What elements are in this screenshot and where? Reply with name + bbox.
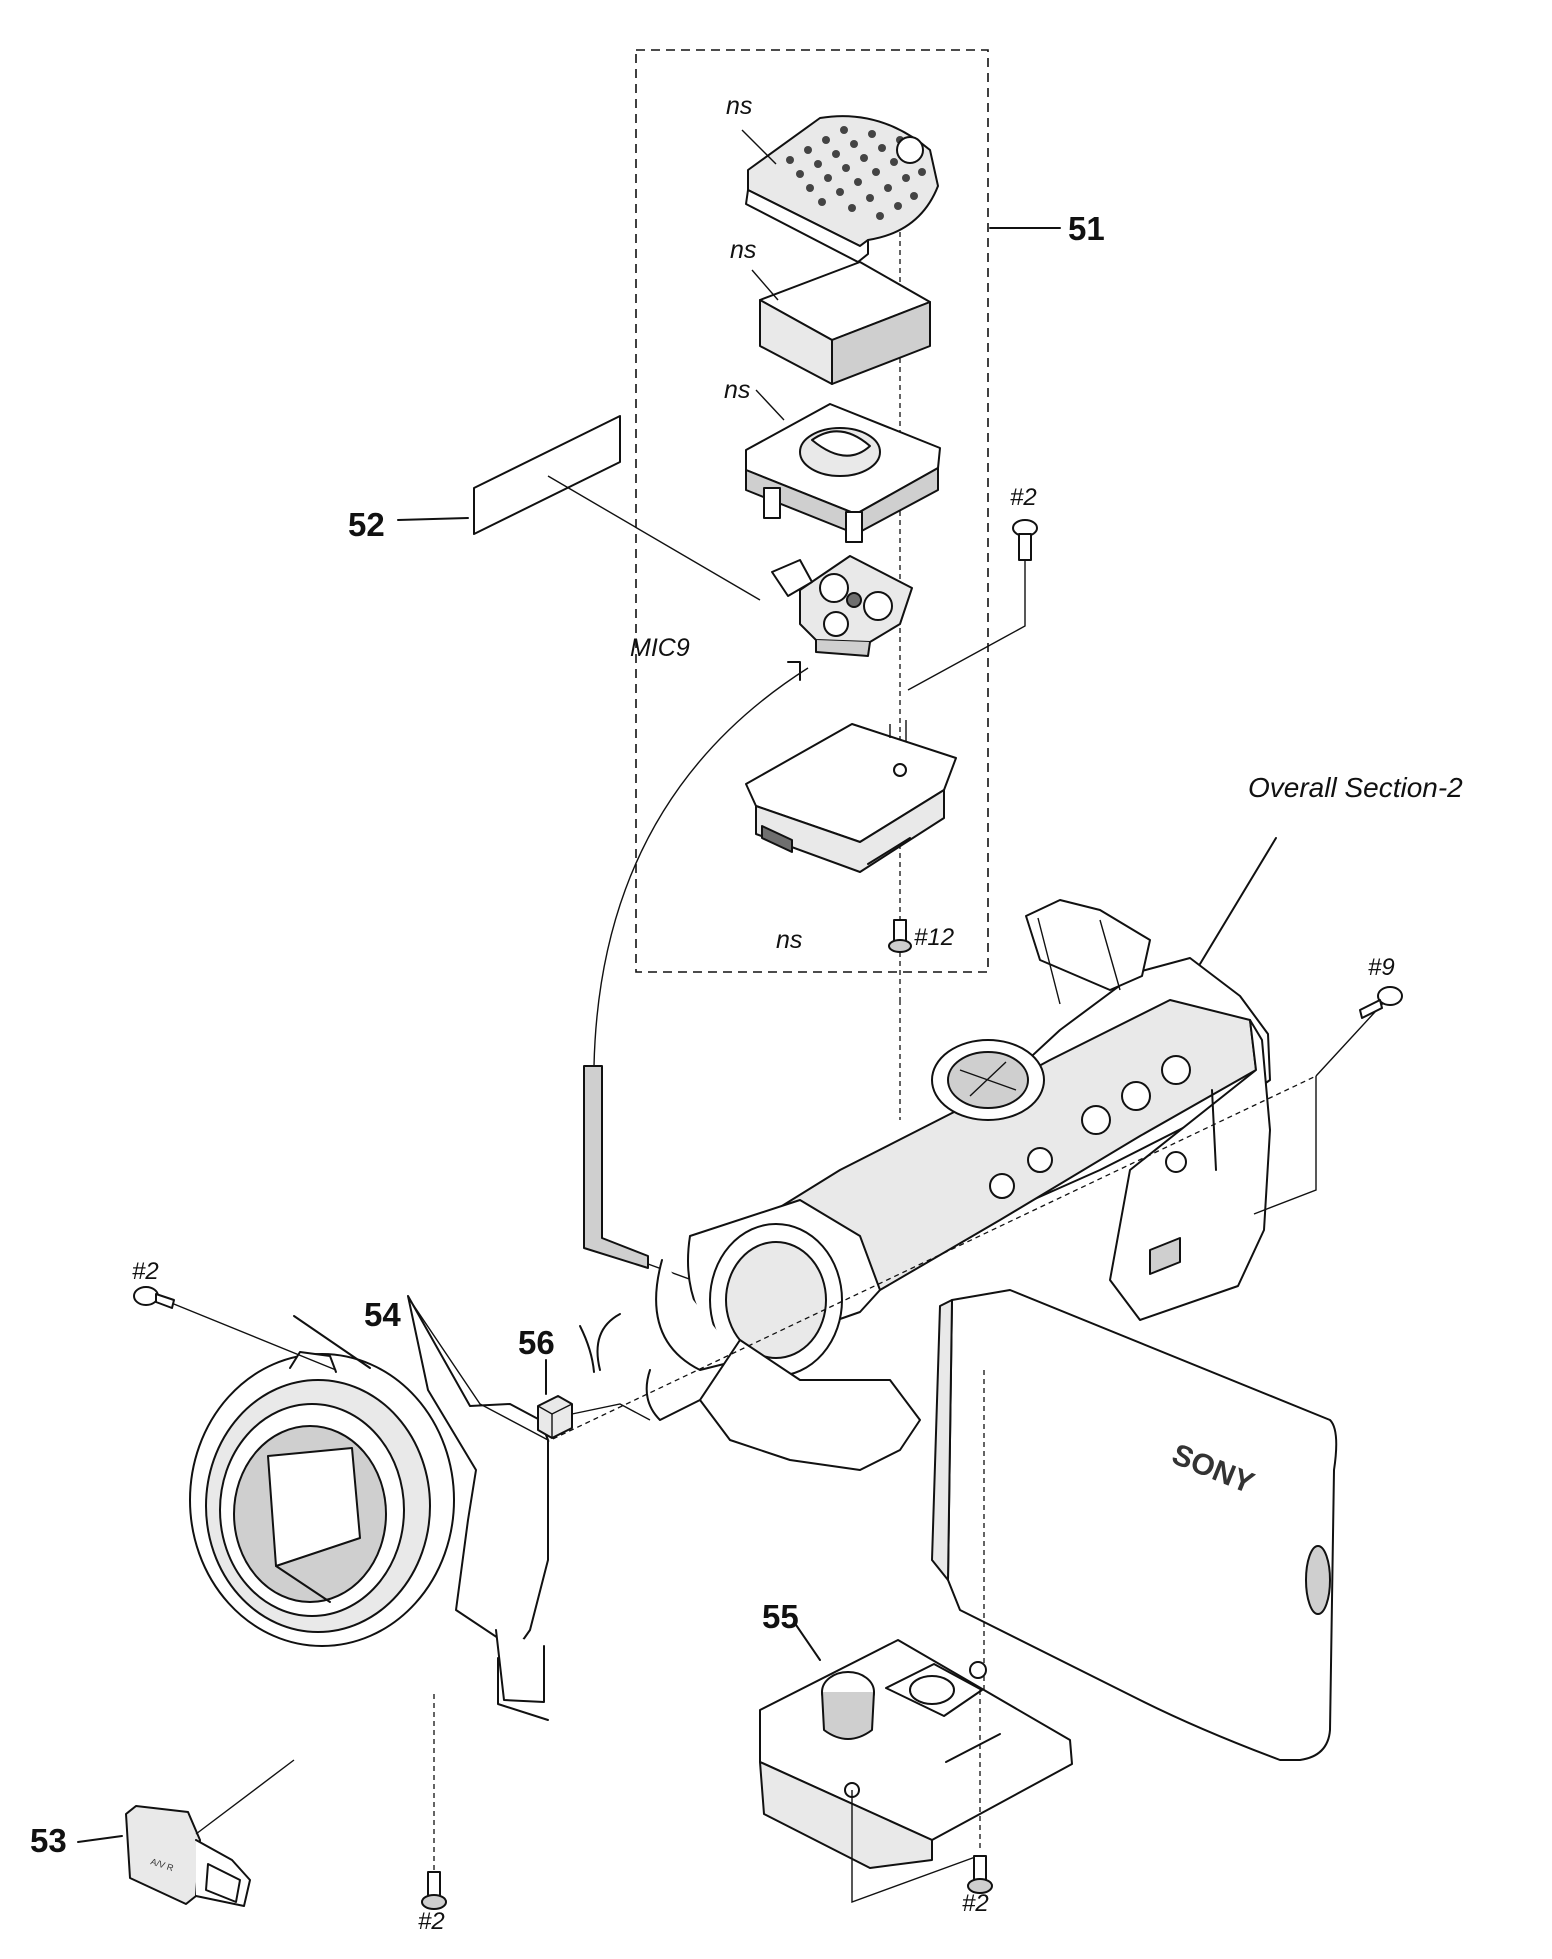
screw-label-2-bottom-left: #2 bbox=[418, 1908, 445, 1935]
block-56 bbox=[537, 1359, 651, 1439]
front-cover-54 bbox=[189, 1295, 549, 1721]
guide-line-9 bbox=[495, 1075, 1317, 1467]
screw-label-9: #9 bbox=[1368, 954, 1395, 981]
screw-label-12: #12 bbox=[914, 924, 955, 951]
assembly-51-box bbox=[635, 49, 989, 973]
note-ns-bracket: ns bbox=[776, 926, 803, 954]
mic-bracket-part bbox=[745, 720, 957, 873]
leader-54 bbox=[293, 1315, 371, 1369]
top-grille-part bbox=[741, 115, 939, 263]
mic-holder-part bbox=[745, 389, 941, 543]
camcorder-body bbox=[579, 899, 1271, 1471]
screw-9 bbox=[1359, 986, 1403, 1019]
note-ns-holder: ns bbox=[724, 376, 751, 404]
note-ns-foam: ns bbox=[730, 236, 757, 264]
mic9-part bbox=[771, 555, 913, 681]
screw-2-left bbox=[133, 1286, 175, 1309]
foam-block-part bbox=[751, 261, 931, 385]
callout-51: 51 bbox=[1068, 210, 1105, 247]
note-ns-grille: ns bbox=[726, 92, 753, 120]
section-reference: Overall Section-2 bbox=[1248, 772, 1463, 803]
callout-52: 52 bbox=[348, 506, 385, 543]
screw-2-bottom-right bbox=[967, 1690, 993, 1894]
label-strip-52 bbox=[397, 415, 761, 601]
leader-screw-2-left bbox=[163, 1299, 337, 1371]
callout-56: 56 bbox=[518, 1324, 555, 1361]
screw-label-2-bottom-right: #2 bbox=[962, 1890, 989, 1917]
cap-53: A/V R bbox=[77, 1759, 295, 1907]
screw-label-2-left: #2 bbox=[132, 1258, 159, 1285]
callout-54: 54 bbox=[364, 1296, 401, 1333]
leader-section-2 bbox=[1199, 837, 1277, 965]
lcd-panel: SONY bbox=[931, 1289, 1338, 1761]
bottom-cover-55 bbox=[759, 1621, 1073, 1869]
screw-2-top bbox=[907, 519, 1038, 691]
mic9-label: MIC9 bbox=[630, 634, 690, 662]
screw-12 bbox=[888, 919, 912, 953]
screw-2-bottom-left bbox=[421, 1694, 447, 1910]
callout-55: 55 bbox=[762, 1598, 799, 1635]
screw-label-2-top: #2 bbox=[1010, 484, 1037, 511]
callout-53: 53 bbox=[30, 1822, 67, 1859]
